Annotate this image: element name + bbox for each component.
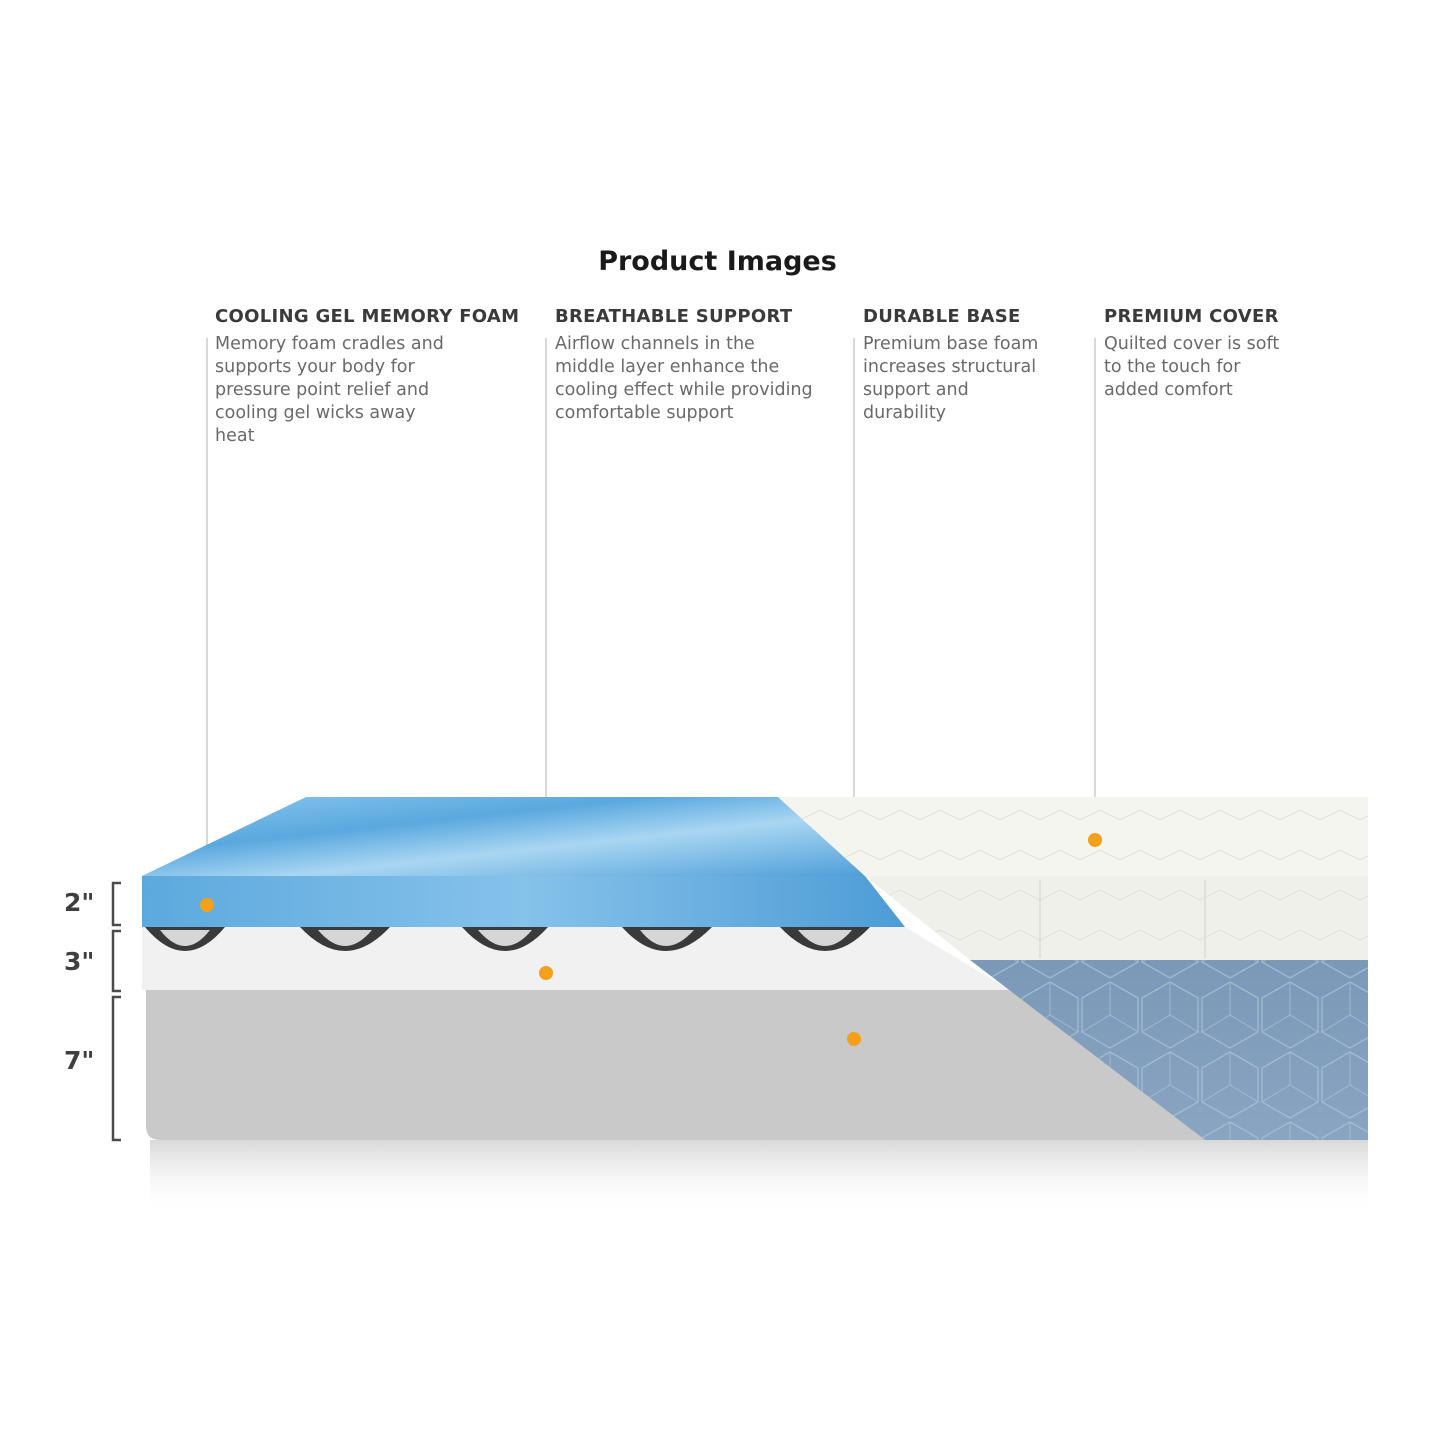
layer-height-label-base: 7" <box>64 1046 95 1075</box>
feature-heading: PREMIUM COVER <box>1104 306 1279 327</box>
feature-description: Airflow channels in the middle layer enh… <box>555 334 813 423</box>
support-foam-layer <box>142 927 1010 990</box>
marker-cooling-gel <box>200 898 214 912</box>
layer-height-label-middle: 3" <box>64 947 95 976</box>
gel-foam-front <box>142 876 905 927</box>
callout-markers <box>200 833 1102 1046</box>
cover-side-pattern <box>970 960 1368 1140</box>
cover-quilt-top <box>778 797 1368 876</box>
feature-heading: BREATHABLE SUPPORT <box>555 306 793 327</box>
feature-premium-cover: PREMIUM COVER Quilted cover is soft to t… <box>1104 306 1314 402</box>
feature-heading: COOLING GEL MEMORY FOAM <box>215 306 520 327</box>
airflow-channel-highlights <box>160 930 852 946</box>
feature-description: Memory foam cradles and supports your bo… <box>215 334 444 446</box>
page-title: Product Images <box>598 246 837 277</box>
base-foam-layer <box>146 990 1205 1140</box>
dimension-brackets <box>111 881 121 1142</box>
feature-description: Quilted cover is soft to the touch for a… <box>1104 334 1280 400</box>
marker-premium-cover <box>1088 833 1102 847</box>
cover-quilt-band-texture <box>865 876 1368 960</box>
floor-shadow <box>150 1140 1368 1215</box>
layer-height-label-top: 2" <box>64 888 95 917</box>
feature-durable-base: DURABLE BASE Premium base foam increases… <box>863 306 1063 425</box>
feature-breathable-support: BREATHABLE SUPPORT Airflow channels in t… <box>555 306 825 425</box>
feature-description: Premium base foam increases structural s… <box>863 334 1039 423</box>
feature-cooling-gel: COOLING GEL MEMORY FOAM Memory foam crad… <box>215 306 520 448</box>
marker-breathable-support <box>539 966 553 980</box>
feature-heading: DURABLE BASE <box>863 306 1021 327</box>
marker-durable-base <box>847 1032 861 1046</box>
gel-foam-top <box>142 797 865 876</box>
